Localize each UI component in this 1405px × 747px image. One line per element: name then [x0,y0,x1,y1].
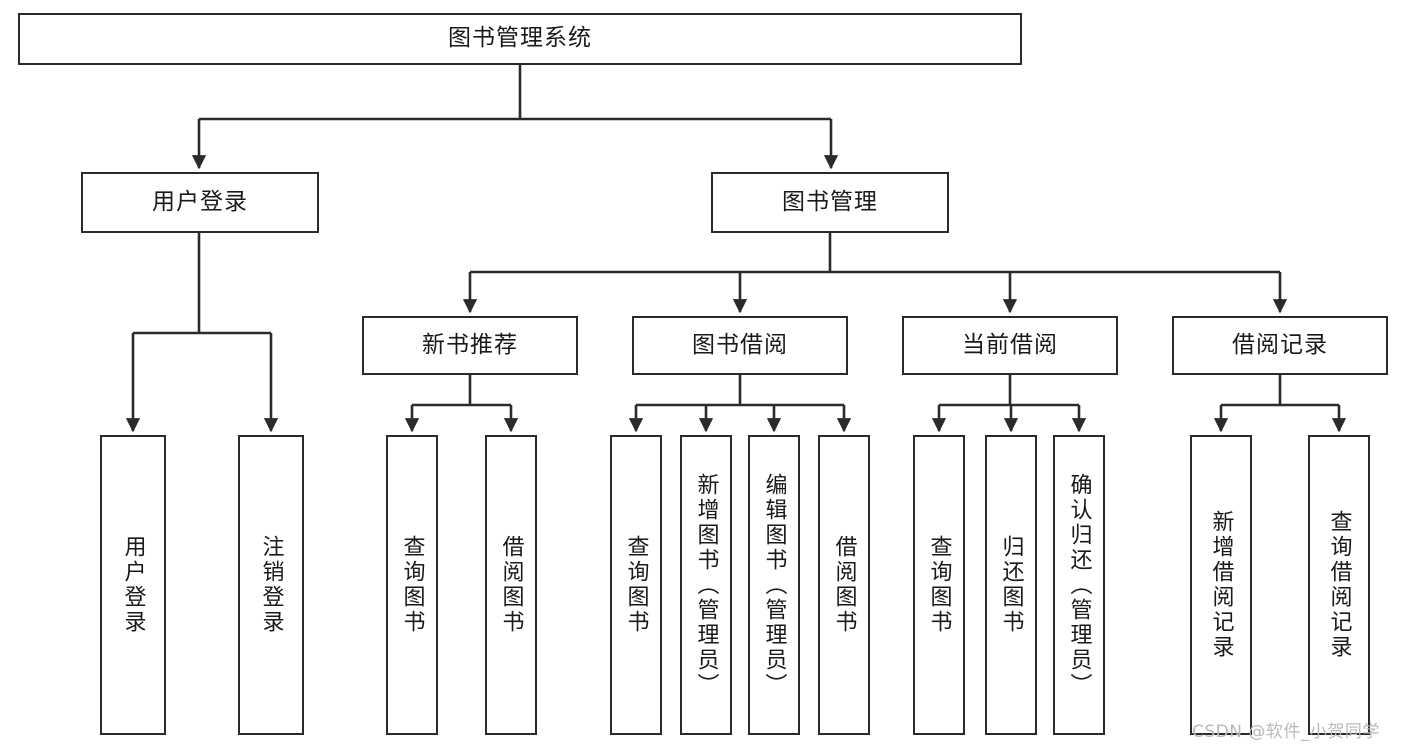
leaf-query-book-borrow[interactable]: 查询图书 [610,435,662,735]
leaf-edit-book-admin-label: 编辑图书（管理员） [761,472,787,698]
node-current-borrow-label: 当前借阅 [962,331,1058,358]
leaf-edit-book-admin[interactable]: 编辑图书（管理员） [748,435,800,735]
leaf-query-book-borrow-label: 查询图书 [623,535,649,635]
leaf-user-login[interactable]: 用户登录 [100,435,166,735]
node-user-login-label: 用户登录 [152,188,248,215]
node-current-borrow[interactable]: 当前借阅 [902,316,1118,375]
node-new-book-recommend[interactable]: 新书推荐 [362,316,578,375]
leaf-confirm-return-admin-label: 确认归还（管理员） [1066,472,1092,698]
leaf-add-book-admin-label: 新增图书（管理员） [693,472,719,698]
node-new-book-recommend-label: 新书推荐 [422,331,518,358]
leaf-query-borrow-record-label: 查询借阅记录 [1326,510,1352,660]
leaf-return-book[interactable]: 归还图书 [985,435,1037,735]
node-borrow-record[interactable]: 借阅记录 [1172,316,1388,375]
leaf-borrow-book[interactable]: 借阅图书 [818,435,870,735]
leaf-add-book-admin[interactable]: 新增图书（管理员） [680,435,732,735]
leaf-logout-label: 注销登录 [258,535,284,635]
node-root[interactable]: 图书管理系统 [18,13,1022,65]
node-book-management-label: 图书管理 [782,188,878,215]
node-borrow-record-label: 借阅记录 [1232,331,1328,358]
leaf-borrow-book-label: 借阅图书 [831,535,857,635]
node-book-borrow-label: 图书借阅 [692,331,788,358]
leaf-add-borrow-record[interactable]: 新增借阅记录 [1190,435,1252,735]
leaf-borrow-book-newbook-label: 借阅图书 [498,535,524,635]
leaf-confirm-return-admin[interactable]: 确认归还（管理员） [1053,435,1105,735]
leaf-query-book-newbook-label: 查询图书 [399,535,425,635]
leaf-user-login-label: 用户登录 [120,535,146,635]
leaf-return-book-label: 归还图书 [998,535,1024,635]
node-book-borrow[interactable]: 图书借阅 [632,316,848,375]
node-user-login[interactable]: 用户登录 [81,172,319,233]
leaf-query-book-newbook[interactable]: 查询图书 [386,435,438,735]
leaf-logout[interactable]: 注销登录 [238,435,304,735]
leaf-query-book-current-label: 查询图书 [926,535,952,635]
leaf-query-borrow-record[interactable]: 查询借阅记录 [1308,435,1370,735]
csdn-watermark: CSDN @软件_小贺同学 [1192,722,1380,742]
leaf-query-book-current[interactable]: 查询图书 [913,435,965,735]
leaf-add-borrow-record-label: 新增借阅记录 [1208,510,1234,660]
node-book-management[interactable]: 图书管理 [711,172,949,233]
leaf-borrow-book-newbook[interactable]: 借阅图书 [485,435,537,735]
node-root-label: 图书管理系统 [448,25,592,52]
